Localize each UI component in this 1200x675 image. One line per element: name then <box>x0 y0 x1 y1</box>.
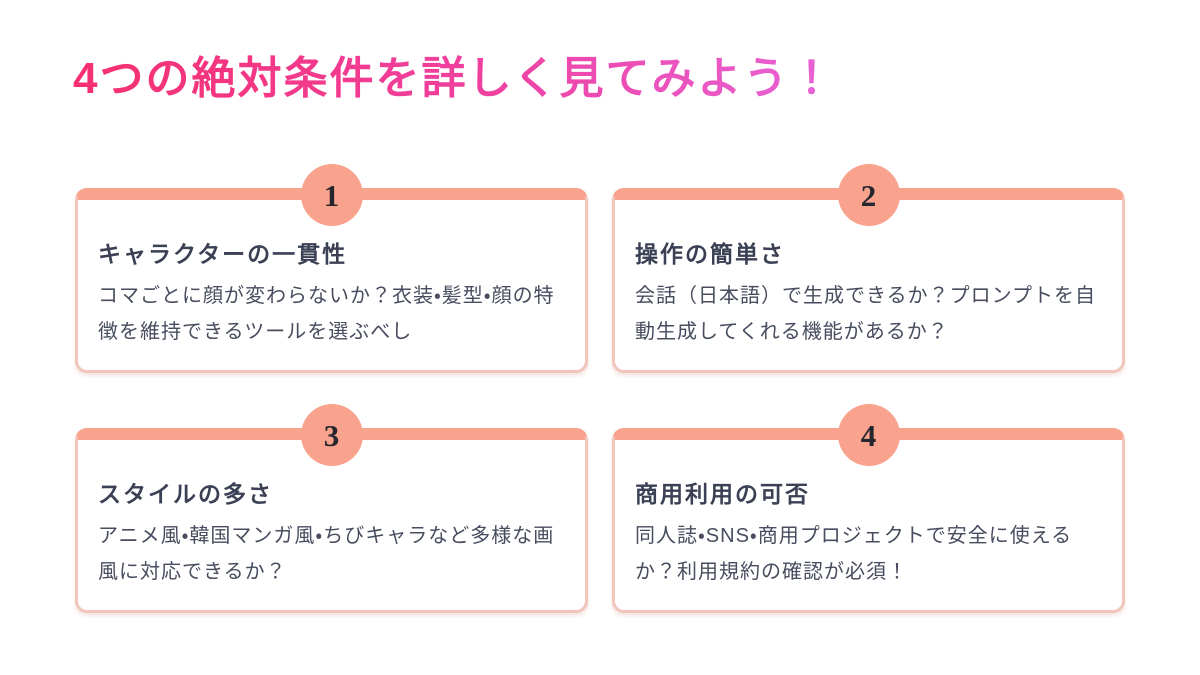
number-badge-2: 2 <box>837 164 900 226</box>
badge-number-label: 2 <box>860 177 877 213</box>
page-title: 4つの絶対条件を詳しく見てみよう！ <box>73 54 836 103</box>
badge-number-label: 1 <box>323 177 340 213</box>
card-description: コマごとに顔が変わらないか？衣装・髪型・顔の特徴を維持できるツールを選ぶべし <box>98 284 555 343</box>
card-description: 同人誌・SNS・商用プロジェクトで安全に使えるか？利用規約の確認が必須！ <box>635 524 1073 583</box>
conditions-grid: 1 キャラクターの一貫性 コマごとに顔が変わらないか？衣装・髪型・顔の特徴を維持… <box>75 164 1125 613</box>
card-body: 商用利用の可否 同人誌・SNS・商用プロジェクトで安全に使えるか？利用規約の確認… <box>615 440 1122 590</box>
number-badge-4: 4 <box>837 404 900 466</box>
card-body: スタイルの多さ アニメ風・韓国マンガ風・ちびキャラなど多様な画風に対応できるか？ <box>78 440 585 590</box>
condition-card-2: 2 操作の簡単さ 会話（日本語）で生成できるか？プロンプトを自動生成してくれる機… <box>612 164 1125 373</box>
card-title: スタイルの多さ <box>98 481 273 507</box>
number-badge-3: 3 <box>300 404 363 466</box>
card-title: キャラクターの一貫性 <box>98 241 348 267</box>
card-title: 操作の簡単さ <box>635 241 785 267</box>
card-body: キャラクターの一貫性 コマごとに顔が変わらないか？衣装・髪型・顔の特徴を維持でき… <box>78 200 585 350</box>
number-badge-1: 1 <box>300 164 363 226</box>
condition-card-1: 1 キャラクターの一貫性 コマごとに顔が変わらないか？衣装・髪型・顔の特徴を維持… <box>75 164 588 373</box>
condition-card-3: 3 スタイルの多さ アニメ風・韓国マンガ風・ちびキャラなど多様な画風に対応できる… <box>75 404 588 613</box>
card-body: 操作の簡単さ 会話（日本語）で生成できるか？プロンプトを自動生成してくれる機能が… <box>615 200 1122 350</box>
card-description: 会話（日本語）で生成できるか？プロンプトを自動生成してくれる機能があるか？ <box>635 284 1096 343</box>
card-description: アニメ風・韓国マンガ風・ちびキャラなど多様な画風に対応できるか？ <box>98 524 555 583</box>
condition-card-4: 4 商用利用の可否 同人誌・SNS・商用プロジェクトで安全に使えるか？利用規約の… <box>612 404 1125 613</box>
badge-number-label: 4 <box>860 417 877 453</box>
badge-number-label: 3 <box>323 417 340 453</box>
card-title: 商用利用の可否 <box>635 481 810 507</box>
